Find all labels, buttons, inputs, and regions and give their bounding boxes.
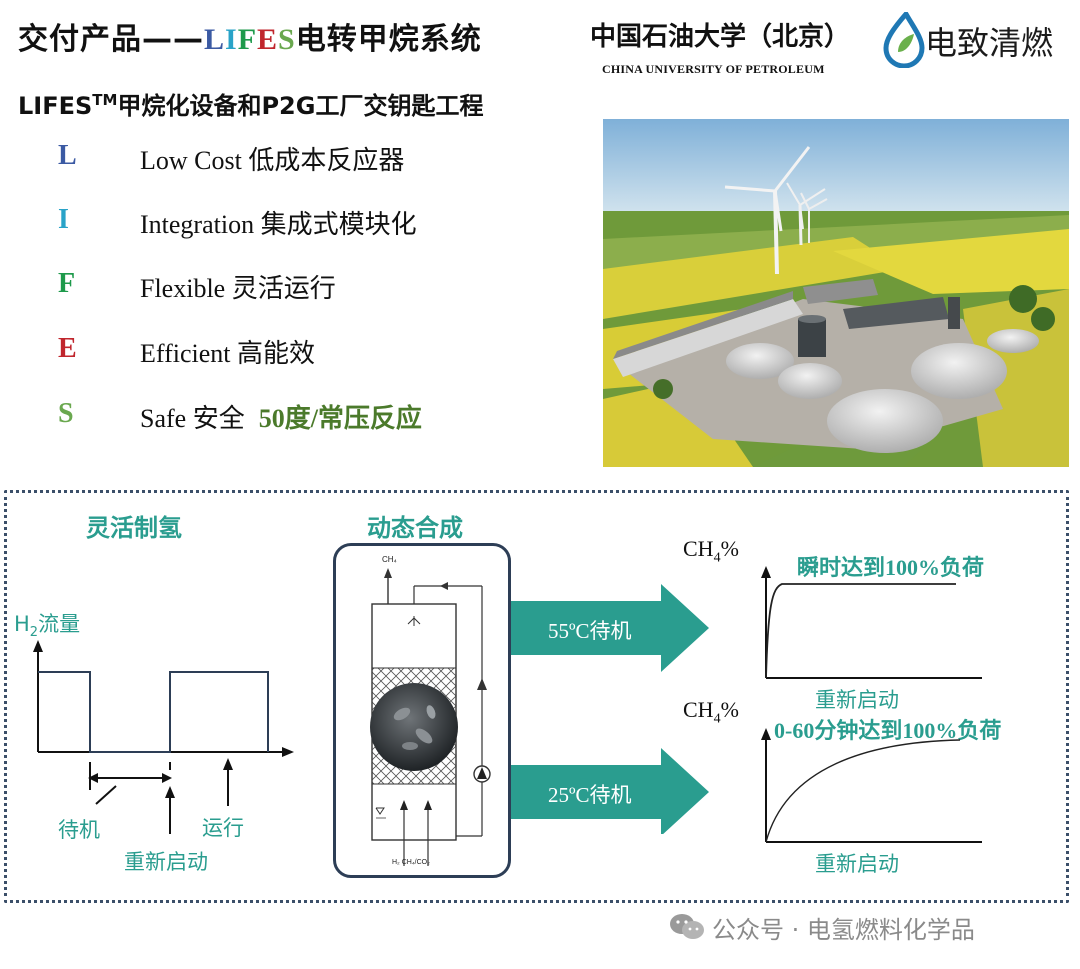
feature-text: Safe 安全 [140,404,245,433]
ch4-axis-label-bottom: CH4% [683,697,739,727]
reactor-top-label: CH₄ [382,555,397,564]
section-title-flexible-h2: 灵活制氢 [86,514,182,542]
plant-photo-illustration [603,119,1069,467]
subtitle-trademark: TM [92,91,118,109]
feature-letter: I [58,204,69,235]
feature-description: Low Cost 低成本反应器 [140,140,404,177]
instant-load-note: 瞬时达到100%负荷 [797,555,985,580]
university-name-en: CHINA UNIVERSITY OF PETROLEUM [602,62,825,76]
company-logo-icon [883,12,925,68]
title-acronym: LIFES [204,22,296,57]
feature-letter: F [58,268,76,299]
title-letter-e: E [257,23,279,56]
feature-highlight: 50度/常压反应 [258,404,422,433]
title-prefix: 交付产品—— [18,22,204,57]
reactor-bottom-label: H₂ CH₄/CO₂ [392,859,430,866]
gradual-load-note: 0-60分钟达到100%负荷 [774,718,1002,743]
title-letter-f: F [237,23,258,56]
feature-description: Flexible 灵活运行 [140,268,336,305]
ch4-gradual-chart [761,728,982,843]
arrow-25c [511,748,709,834]
watermark-text: 公众号 · 电氢燃料化学品 [712,916,975,944]
feature-text: Integration 集成式模块化 [140,210,417,239]
gradual-response-curve [765,739,961,843]
standby-arrows [511,584,709,834]
restart-label-left: 重新启动 [124,850,208,874]
feature-text: Efficient 高能效 [140,339,315,368]
title-letter-l: L [204,23,226,56]
instant-response-curve [765,583,956,679]
reactor-schematic: CH₄ H₂ CH₄/CO₂ [333,543,511,878]
feature-description: Efficient 高能效 [140,333,315,370]
wechat-icon [670,914,704,939]
title-suffix: 电转甲烷系统 [295,22,482,57]
feature-letter: L [58,140,77,171]
process-panel [4,490,1069,903]
company-logo-text: 电致清燃 [925,24,1054,62]
restart-label-top: 重新启动 [815,688,899,712]
section-title-dynamic-synthesis: 动态合成 [367,514,463,542]
page-title: 交付产品——LIFES电转甲烷系统 [18,14,482,58]
arrow-55c [511,584,709,672]
plant-photo [603,119,1069,467]
h2-flow-axis-label: H2流量 [14,612,81,641]
feature-description: Safe 安全 50度/常压反应 [140,398,422,435]
running-label: 运行 [202,816,244,840]
university-name-cn: 中国石油大学（北京） [590,22,851,52]
title-letter-i: I [225,23,238,56]
subtitle-brand: LIFES [18,92,93,120]
standby-label: 待机 [58,818,100,842]
page-subtitle: LIFESTM甲烷化设备和P2G工厂交钥匙工程 [18,86,483,121]
title-letter-s: S [278,23,296,56]
h2-flow-chart [33,640,294,834]
arrow-25c-label: 25ºC待机 [548,783,632,807]
feature-text: Flexible 灵活运行 [140,274,336,303]
subtitle-text: 甲烷化设备和P2G工厂交钥匙工程 [117,92,484,120]
feature-description: Integration 集成式模块化 [140,204,417,241]
feature-letter: S [58,398,74,429]
ch4-instant-chart [761,566,982,679]
feature-letter: E [58,333,77,364]
reactor-diagram: CH₄ H₂ CH₄/CO₂ [370,555,491,866]
ch4-axis-label-top: CH4% [683,536,739,566]
restart-label-bottom: 重新启动 [815,852,899,876]
feature-text: Low Cost 低成本反应器 [140,146,405,175]
arrow-55c-label: 55ºC待机 [548,619,632,643]
